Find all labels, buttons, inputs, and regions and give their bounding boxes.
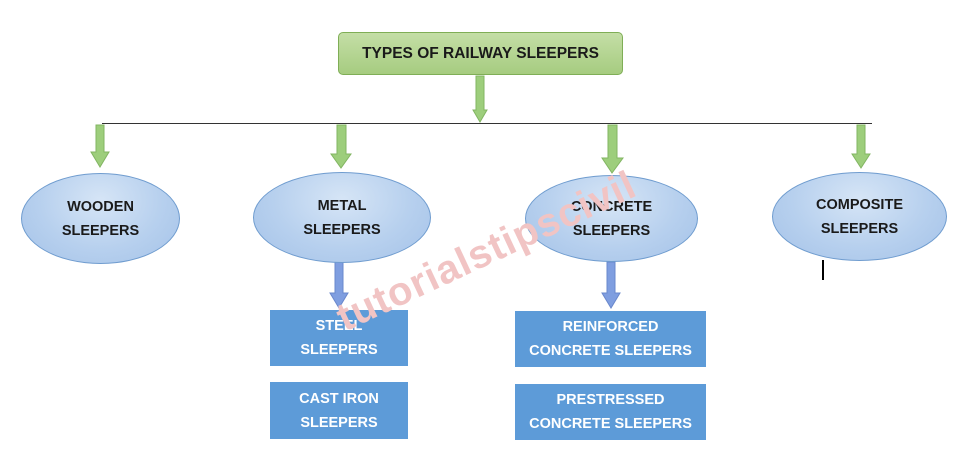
subtype-reinforced: REINFORCED CONCRETE SLEEPERS xyxy=(515,311,706,367)
root-down-arrow xyxy=(472,75,488,123)
subtype-label-line2: CONCRETE SLEEPERS xyxy=(529,343,692,359)
root-node: TYPES OF RAILWAY SLEEPERS xyxy=(338,32,623,75)
category-label-line2: SLEEPERS xyxy=(572,222,651,239)
concrete-down-arrow xyxy=(601,124,624,174)
category-wooden: WOODEN SLEEPERS xyxy=(21,173,180,264)
category-label-line2: SLEEPERS xyxy=(61,222,140,239)
horizontal-connector-line xyxy=(102,123,872,124)
category-label-line1: COMPOSITE xyxy=(815,196,903,213)
category-metal: METAL SLEEPERS xyxy=(253,172,431,263)
subtype-label-line1: STEEL xyxy=(315,318,363,334)
category-label-line2: SLEEPERS xyxy=(820,220,899,237)
subtype-label-line2: SLEEPERS xyxy=(300,414,378,431)
concrete-subtype-arrow xyxy=(601,261,621,309)
metal-subtype-arrow xyxy=(329,261,349,309)
subtype-label-line1: CAST IRON xyxy=(299,390,379,407)
root-title: TYPES OF RAILWAY SLEEPERS xyxy=(362,44,599,62)
wooden-down-arrow xyxy=(90,124,110,168)
category-label-line1: CONCRETE xyxy=(570,198,653,215)
subtype-label-line1: PRESTRESSED xyxy=(556,392,665,408)
category-label-line2: SLEEPERS xyxy=(303,221,381,238)
subtype-label-line2: SLEEPERS xyxy=(300,342,378,358)
category-concrete: CONCRETE SLEEPERS xyxy=(525,175,698,262)
category-composite: COMPOSITE SLEEPERS xyxy=(772,172,947,261)
subtype-label-line1: REINFORCED xyxy=(562,319,659,335)
subtype-steel: STEEL SLEEPERS xyxy=(270,310,408,366)
category-label-line1: WOODEN xyxy=(67,198,134,215)
text-cursor xyxy=(822,260,824,280)
subtype-cast-iron: CAST IRON SLEEPERS xyxy=(270,382,408,439)
subtype-label-line2: CONCRETE SLEEPERS xyxy=(529,416,692,432)
metal-down-arrow xyxy=(330,124,352,169)
subtype-prestressed: PRESTRESSED CONCRETE SLEEPERS xyxy=(515,384,706,440)
category-label-line1: METAL xyxy=(317,197,367,214)
composite-down-arrow xyxy=(851,124,871,169)
